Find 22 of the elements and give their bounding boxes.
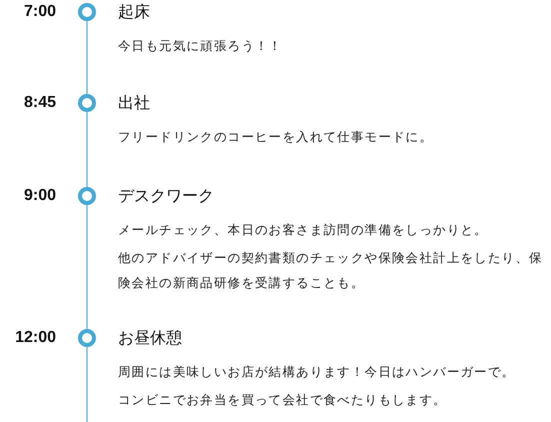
time-label: 8:45 bbox=[22, 93, 56, 113]
timeline-line bbox=[86, 21, 88, 94]
timeline-marker bbox=[78, 329, 96, 347]
timeline-marker bbox=[78, 94, 96, 112]
event-description: 他のアドバイザーの契約書類のチェックや保険会社計上をしたり、保険会社の新商品研修を受講することも。 bbox=[118, 249, 544, 292]
timeline-marker bbox=[78, 3, 96, 21]
event-title: お昼休憩 bbox=[118, 327, 183, 349]
event-title: 出社 bbox=[118, 92, 151, 114]
timeline-marker bbox=[78, 187, 96, 205]
event-title: 起床 bbox=[118, 1, 151, 23]
event-description: メールチェック、本日のお客さま訪問の準備をしっかりと。 bbox=[118, 221, 489, 239]
timeline-line bbox=[86, 112, 88, 187]
timeline-line bbox=[86, 205, 88, 329]
event-description: コンビニでお弁当を買って会社で食べたりもします。 bbox=[118, 391, 448, 409]
event-description: 周囲には美味しいお店が結構あります！今日はハンバーガーで。 bbox=[118, 363, 516, 381]
event-description: フリードリンクのコーヒーを入れて仕事モードに。 bbox=[118, 128, 434, 146]
time-label: 7:00 bbox=[22, 2, 56, 22]
time-label: 12:00 bbox=[14, 328, 56, 348]
time-label: 9:00 bbox=[22, 186, 56, 206]
event-title: デスクワーク bbox=[118, 185, 215, 207]
timeline-line bbox=[86, 347, 88, 422]
event-description: 今日も元気に頑張ろう！！ bbox=[118, 37, 284, 55]
